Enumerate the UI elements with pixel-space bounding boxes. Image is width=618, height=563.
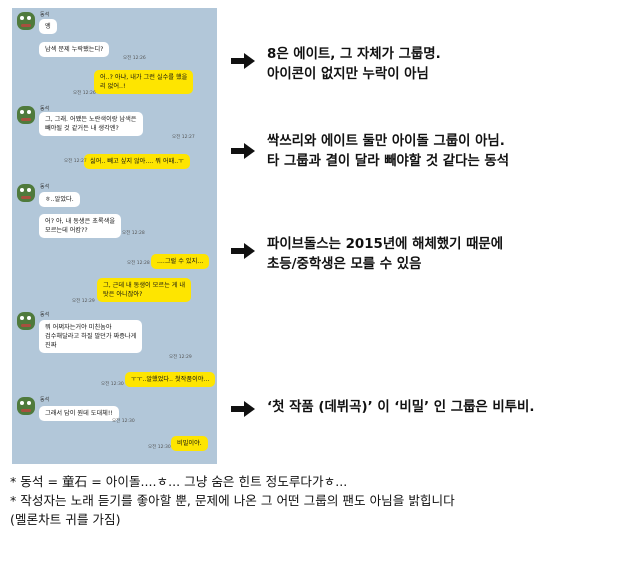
arrow-right-icon [231, 243, 255, 259]
footnote-3: (멜론차트 귀를 가짐) [10, 512, 121, 527]
chat-bubble: 어? 아, 내 동생은 초록색을 모르는데 어캄?? [39, 214, 122, 238]
annotation-line: 싹쓰리와 에이트 둘만 아이돌 그룹이 아님. [267, 134, 505, 149]
annotation-3: 파이브돌스는 2015년에 해체했기 때문에 초등/중학생은 모를 수 있음 [267, 235, 503, 275]
message-time: 오전 12:27 [172, 135, 195, 140]
chat-bubble: ㅎ..알았다. [39, 192, 80, 207]
chat-bubble: 엥 [39, 19, 57, 34]
message-time: 오전 12:27 [64, 159, 87, 164]
avatar-icon[interactable] [17, 397, 35, 415]
avatar-icon[interactable] [17, 12, 35, 30]
annotation-1: 8은 에이트, 그 자체가 그룹명. 아이콘이 없지만 누락이 아님 [267, 45, 441, 85]
avatar-icon[interactable] [17, 106, 35, 124]
arrow-right-icon [231, 53, 255, 69]
avatar-icon[interactable] [17, 312, 35, 330]
chat-bubble: 그, 근데 내 동생이 모르는 게 내 탓은 아니잖아? [97, 278, 192, 302]
arrow-right-icon [231, 401, 255, 417]
sender-name: 동석 [40, 312, 50, 318]
chat-bubble: 그래서 답이 뭔데 도대체!! [39, 406, 119, 421]
message-time: 오전 12:26 [73, 91, 96, 96]
sender-name: 동석 [40, 397, 50, 403]
annotation-line: 8은 에이트, 그 자체가 그룹명. [267, 47, 441, 62]
message-time: 오전 12:30 [148, 445, 171, 450]
sender-name: 동석 [40, 12, 50, 18]
sender-name: 동석 [40, 184, 50, 190]
annotation-line: ‘첫 작품 (데뷔곡)’ 이 ‘비밀’ 인 그룹은 비투비. [267, 400, 535, 415]
footnote-2: * 작성자는 노래 듣기를 좋아할 뿐, 문제에 나온 그 어떤 그룹의 팬도 … [10, 493, 455, 508]
chat-bubble: 그, 그래. 어쨌든 노란색이랑 남색은 빼야될 것 같거든 내 생각엔? [39, 112, 143, 136]
sender-name: 동석 [40, 106, 50, 112]
footnote-1: * 동석 = 童石 = 아이돌....ㅎ... 그냥 숨은 힌트 정도루다가ㅎ.… [10, 474, 348, 489]
annotation-line: 초등/중학생은 모를 수 있음 [267, 257, 422, 272]
annotation-2: 싹쓰리와 에이트 둘만 아이돌 그룹이 아님. 타 그룹과 결이 달라 빼야할 … [267, 132, 509, 172]
message-time: 오전 12:28 [122, 231, 145, 236]
annotation-line: 파이브돌스는 2015년에 해체했기 때문에 [267, 237, 504, 252]
chat-bubble: ㅜㅜ..알했었다.. 첫작품이야... [125, 372, 216, 387]
chat-bubble: 뭐 어쩌자는거야 미친놈아 검수해달라고 하질 말던가 짜증나게 진짜 [39, 320, 143, 353]
chat-screenshot: 동석 엥 남섹 문제 누락됐는디? 오전 12:26 어..? 아냐, 내가 그… [12, 8, 217, 464]
message-time: 오전 12:29 [72, 299, 95, 304]
message-time: 오전 12:26 [123, 56, 146, 61]
message-time: 오전 12:30 [112, 419, 135, 424]
arrow-right-icon [231, 143, 255, 159]
chat-bubble: 싫어.. 빼고 싶지 않아.... 뭐 어때..ㅜ [84, 154, 190, 169]
annotation-line: 아이콘이 없지만 누락이 아님 [267, 67, 429, 82]
message-time: 오전 12:30 [101, 382, 124, 387]
chat-bubble: 어..? 아냐, 내가 그런 실수를 했을 리 없어..! [94, 70, 194, 94]
chat-bubble: ....그럴 수 있지... [151, 254, 210, 269]
annotation-line: 타 그룹과 결이 달라 빼야할 것 같다는 동석 [267, 154, 510, 169]
message-time: 오전 12:29 [169, 355, 192, 360]
chat-bubble: 남섹 문제 누락됐는디? [39, 42, 110, 57]
avatar-icon[interactable] [17, 184, 35, 202]
chat-bubble: 비밀이야. [171, 436, 208, 451]
message-time: 오전 12:28 [127, 261, 150, 266]
annotation-4: ‘첫 작품 (데뷔곡)’ 이 ‘비밀’ 인 그룹은 비투비. [267, 398, 534, 418]
